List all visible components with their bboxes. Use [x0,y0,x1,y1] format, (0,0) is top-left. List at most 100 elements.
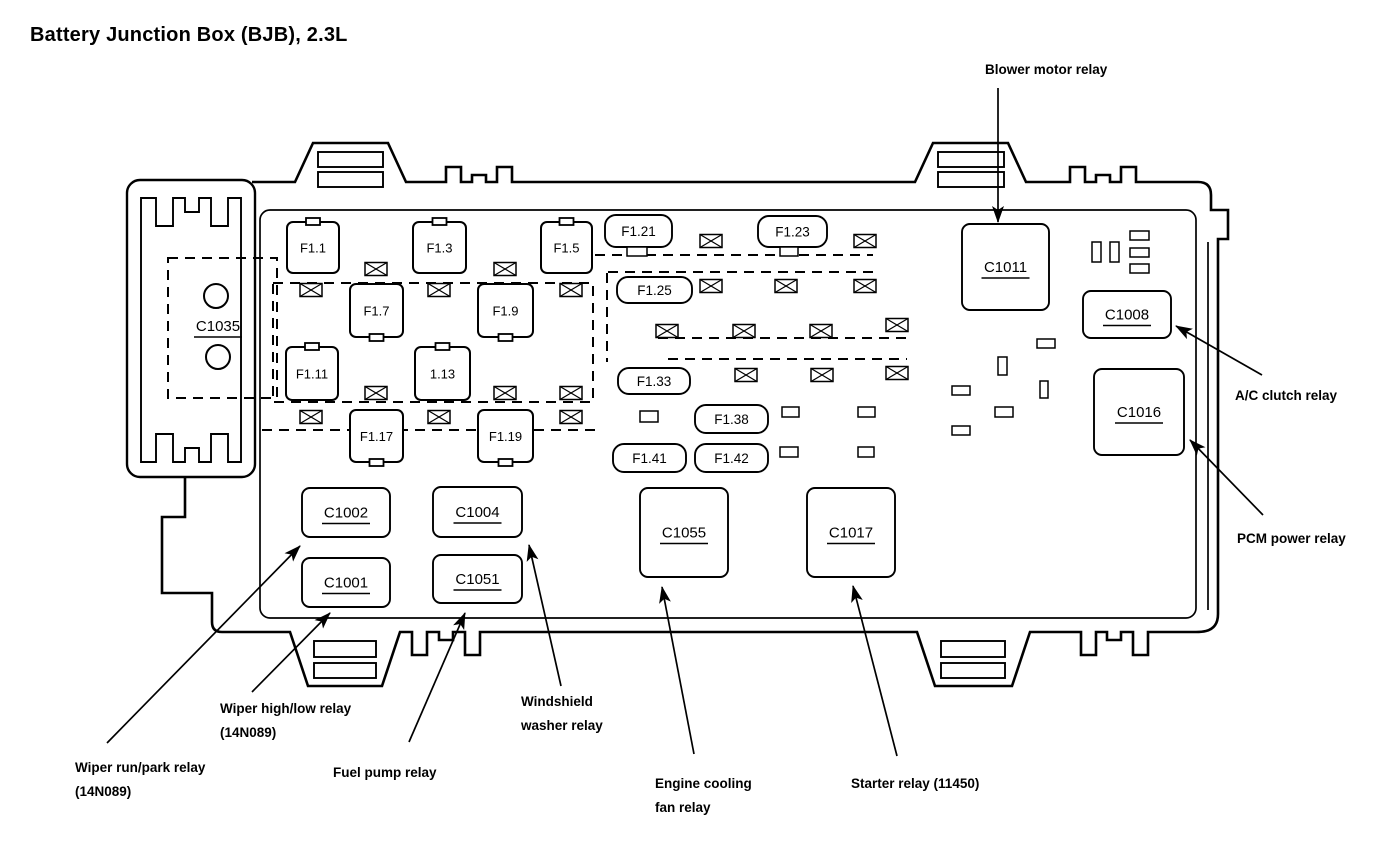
left-housing-outer [125,178,257,479]
fuse-label: F1.38 [714,412,749,427]
fuse-element-symbol [364,385,388,401]
fuse-f1-42: F1.42 [694,443,769,473]
connector-body [806,487,896,578]
fuse-element-cross [810,367,834,383]
fuse-element-symbol [810,367,834,383]
callout-wiper-run-park-relay: Wiper run/park relay (14N089) [75,760,206,799]
fuse-element-cross [299,409,323,425]
fuse-f1-17: F1.17 [349,409,404,467]
terminal-slot [1129,263,1150,274]
fuse-1-13: 1.13 [414,342,471,401]
terminal-slot [1129,247,1150,258]
fuse-pill-body [694,443,769,473]
fuse-tab [305,217,321,226]
fuse-label: F1.41 [632,451,667,466]
terminal-slot [639,410,659,423]
fuse-element-cross [774,278,798,294]
fuse-element-cross [427,409,451,425]
connector-c1008: C1008 [1082,290,1172,339]
terminal-circle [203,283,229,309]
fuse-element-cross [299,282,323,298]
connector-label: C1008 [1105,307,1149,324]
fuse-tab [368,458,385,467]
fuse-element-symbol [774,278,798,294]
fuse-tab [497,333,514,342]
fuse-element-symbol [732,323,756,339]
terminal-slot [1036,338,1056,349]
fuse-label: 1.13 [430,367,455,382]
fuse-element-cross [699,233,723,249]
fuse-f1-1: F1.1 [286,217,340,274]
fuse-element-symbol [655,323,679,339]
callout-wiper-high-low-relay: Wiper high/low relay (14N089) [220,701,352,740]
connector-label: C1035 [196,318,240,335]
terminal-slot [779,446,799,458]
fuse-element-symbol [364,261,388,277]
fuse-element-symbol [809,323,833,339]
fuse-label: F1.9 [492,304,518,319]
fuse-f1-19: F1.19 [477,409,534,467]
fuse-element-cross [734,367,758,383]
connector-c1017: C1017 [806,487,896,578]
fuse-element-symbol [699,278,723,294]
connector-label: C1002 [324,505,368,522]
fuse-element-cross [853,233,877,249]
fuse-element-symbol [734,367,758,383]
fuse-f1-23: F1.23 [757,215,828,248]
fuse-label: F1.11 [296,367,328,382]
fuse-element-cross [559,385,583,401]
callout-arrow [1189,439,1264,516]
fuse-element-cross [364,385,388,401]
terminal-slot [626,246,648,257]
callout-windshield-washer-relay: Windshield washer relay [521,694,603,733]
connector-c1011: C1011 [961,223,1050,311]
fuse-element-cross [655,323,679,339]
fuse-f1-5: F1.5 [540,217,593,274]
mount-slots [313,151,1006,679]
connector-body [639,487,729,578]
fuse-element-symbol [427,409,451,425]
fuse-element-cross [559,282,583,298]
fuse-tab [558,217,575,226]
connector-body [301,487,391,538]
main-box-outer-outline [160,141,1230,688]
fuse-element-cross [809,323,833,339]
fuse-label: F1.1 [300,241,326,256]
connector-label: C1017 [829,525,873,542]
connector-label: C1016 [1117,404,1161,421]
connector-c1051: C1051 [432,554,523,604]
callout-engine-cooling-fan-relay: Engine cooling fan relay [655,776,752,815]
terminal-circle [205,344,231,370]
fuse-label: F1.25 [637,283,672,298]
terminal-slot [1129,230,1150,241]
connector-label: C1051 [455,571,499,588]
terminal-slot [1109,241,1120,263]
fuse-element-cross [885,317,909,333]
fuse-f1-33: F1.33 [617,367,691,395]
connector-body [301,557,391,608]
fuse-element-symbol [559,385,583,401]
fuse-element-cross [493,385,517,401]
callout-starter-relay: Starter relay (11450) [851,776,980,791]
fuse-element-symbol [493,261,517,277]
fuse-label: F1.33 [637,374,672,389]
fuse-pill-body [612,443,687,473]
terminal-slot [951,425,971,436]
terminal-slot [951,385,971,396]
fuse-f1-7: F1.7 [349,283,404,342]
fuse-element-symbol [299,409,323,425]
callout-arrow [408,612,466,743]
callout-arrow [251,612,331,693]
terminal-slot [857,446,875,458]
fuse-element-cross [493,261,517,277]
connector-c1035: C1035 [194,283,242,370]
fuse-pill-body [616,276,693,304]
callout-pcm-power-relay: PCM power relay [1237,531,1346,546]
connector-body [432,554,523,604]
fuse-element-cross [699,278,723,294]
fuse-tab [434,342,451,351]
fuse-element-cross [427,282,451,298]
connector-label: C1004 [455,504,499,521]
